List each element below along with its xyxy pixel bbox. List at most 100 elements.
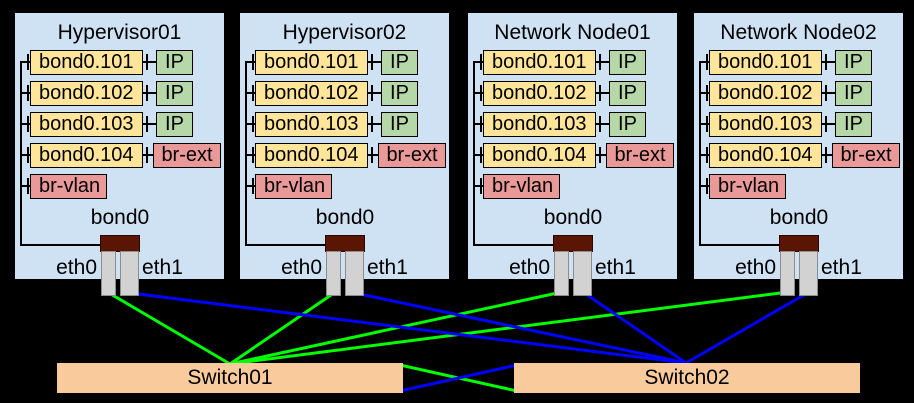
connector: [473, 92, 484, 94]
vlan-interface-box: bond0.104: [483, 143, 596, 168]
connector-tick: [825, 116, 827, 132]
ip-box: IP: [835, 112, 872, 137]
link-switch01-switch02-green: [399, 363, 518, 393]
connector: [20, 92, 31, 94]
link-hypervisor01-eth1-switch02: [129, 291, 687, 365]
connector-tick: [706, 85, 708, 101]
connector: [699, 123, 710, 125]
connector: [473, 185, 484, 187]
ip-box: IP: [381, 50, 418, 75]
connector-tick: [371, 85, 373, 101]
connector: [821, 123, 836, 125]
nic-eth0: [780, 251, 795, 296]
br-vlan-box: br-vlan: [255, 174, 332, 199]
connector: [142, 92, 157, 94]
br-ext-box: br-ext: [606, 143, 674, 168]
connector: [367, 92, 382, 94]
connector-tick: [371, 116, 373, 132]
connector-tick: [599, 85, 601, 101]
link-hypervisor01-eth0-switch01: [108, 291, 231, 366]
connector: [245, 92, 256, 94]
connector: [699, 185, 710, 187]
eth0-label: eth0: [735, 256, 776, 279]
connector-tick: [480, 116, 482, 132]
bond-label: bond0: [769, 206, 829, 229]
connector-tick: [252, 147, 254, 163]
connector: [367, 61, 382, 63]
connector-tick: [27, 54, 29, 70]
connector: [20, 185, 31, 187]
connector-tick: [825, 54, 827, 70]
eth1-label: eth1: [142, 256, 183, 279]
link-hypervisor02-eth1-switch02: [354, 291, 687, 365]
connector: [821, 154, 833, 156]
eth1-label: eth1: [595, 256, 636, 279]
connector-tick: [252, 178, 254, 194]
connector-tick: [825, 85, 827, 101]
ip-box: IP: [381, 112, 418, 137]
connector-tick: [480, 147, 482, 163]
connector: [245, 123, 256, 125]
connector-tick: [480, 54, 482, 70]
node-hypervisor01: Hypervisor01 bond0.101 IP bond0.102 IP b…: [12, 10, 227, 296]
connector: [245, 154, 256, 156]
connector-tick: [252, 54, 254, 70]
link-hypervisor02-eth0-switch01: [229, 291, 335, 366]
connector-tick: [706, 147, 708, 163]
ip-box: IP: [609, 50, 646, 75]
connector-tick: [146, 85, 148, 101]
nic-eth0: [326, 251, 341, 296]
node-title: Network Node02: [720, 21, 877, 44]
vlan-interface-box: bond0.102: [255, 81, 368, 106]
link-networknode02-eth1-switch02: [685, 290, 810, 365]
connector-tick: [146, 116, 148, 132]
node-title: Hypervisor01: [57, 21, 182, 44]
vlan-interface-box: bond0.102: [30, 81, 143, 106]
connector: [245, 185, 256, 187]
connector-tick: [480, 85, 482, 101]
br-ext-box: br-ext: [153, 143, 221, 168]
connector-tick: [706, 178, 708, 194]
vlan-interface-box: bond0.103: [255, 112, 368, 137]
connector-bond-run: [699, 244, 780, 246]
br-vlan-box: br-vlan: [709, 174, 786, 199]
link-networknode02-eth0-switch01: [229, 290, 789, 366]
node-hypervisor02: Hypervisor02 bond0.101 IP bond0.102 IP b…: [237, 10, 452, 296]
connector-bond-run: [473, 244, 554, 246]
br-vlan-box: br-vlan: [30, 174, 107, 199]
eth0-label: eth0: [281, 256, 322, 279]
vlan-interface-box: bond0.102: [483, 81, 596, 106]
connector-tick: [146, 147, 148, 163]
connector-tick: [599, 54, 601, 70]
connector: [595, 61, 610, 63]
connector: [595, 92, 610, 94]
nic-eth0: [554, 251, 569, 296]
vlan-interface-box: bond0.101: [709, 50, 822, 75]
nic-eth1: [345, 251, 364, 296]
connector: [367, 123, 382, 125]
nic-eth1: [573, 251, 592, 296]
eth1-label: eth1: [367, 256, 408, 279]
connector: [367, 154, 379, 156]
connector-tick: [706, 54, 708, 70]
connector-bond-run: [20, 244, 101, 246]
connector-tick: [706, 116, 708, 132]
connector-tick: [480, 178, 482, 194]
ip-box: IP: [609, 81, 646, 106]
vlan-interface-box: bond0.101: [483, 50, 596, 75]
bond-device: [779, 235, 819, 252]
node-title: Network Node01: [494, 21, 651, 44]
br-vlan-box: br-vlan: [483, 174, 560, 199]
vlan-interface-box: bond0.103: [483, 112, 596, 137]
eth0-label: eth0: [56, 256, 97, 279]
node-networknode02: Network Node02 bond0.101 IP bond0.102 IP…: [691, 10, 906, 296]
connector: [821, 92, 836, 94]
connector-tick: [371, 54, 373, 70]
connector: [595, 154, 607, 156]
ip-box: IP: [381, 81, 418, 106]
eth0-label: eth0: [509, 256, 550, 279]
connector-tick: [371, 147, 373, 163]
connector: [20, 61, 31, 63]
vlan-interface-box: bond0.104: [30, 143, 143, 168]
connector-tick: [27, 85, 29, 101]
